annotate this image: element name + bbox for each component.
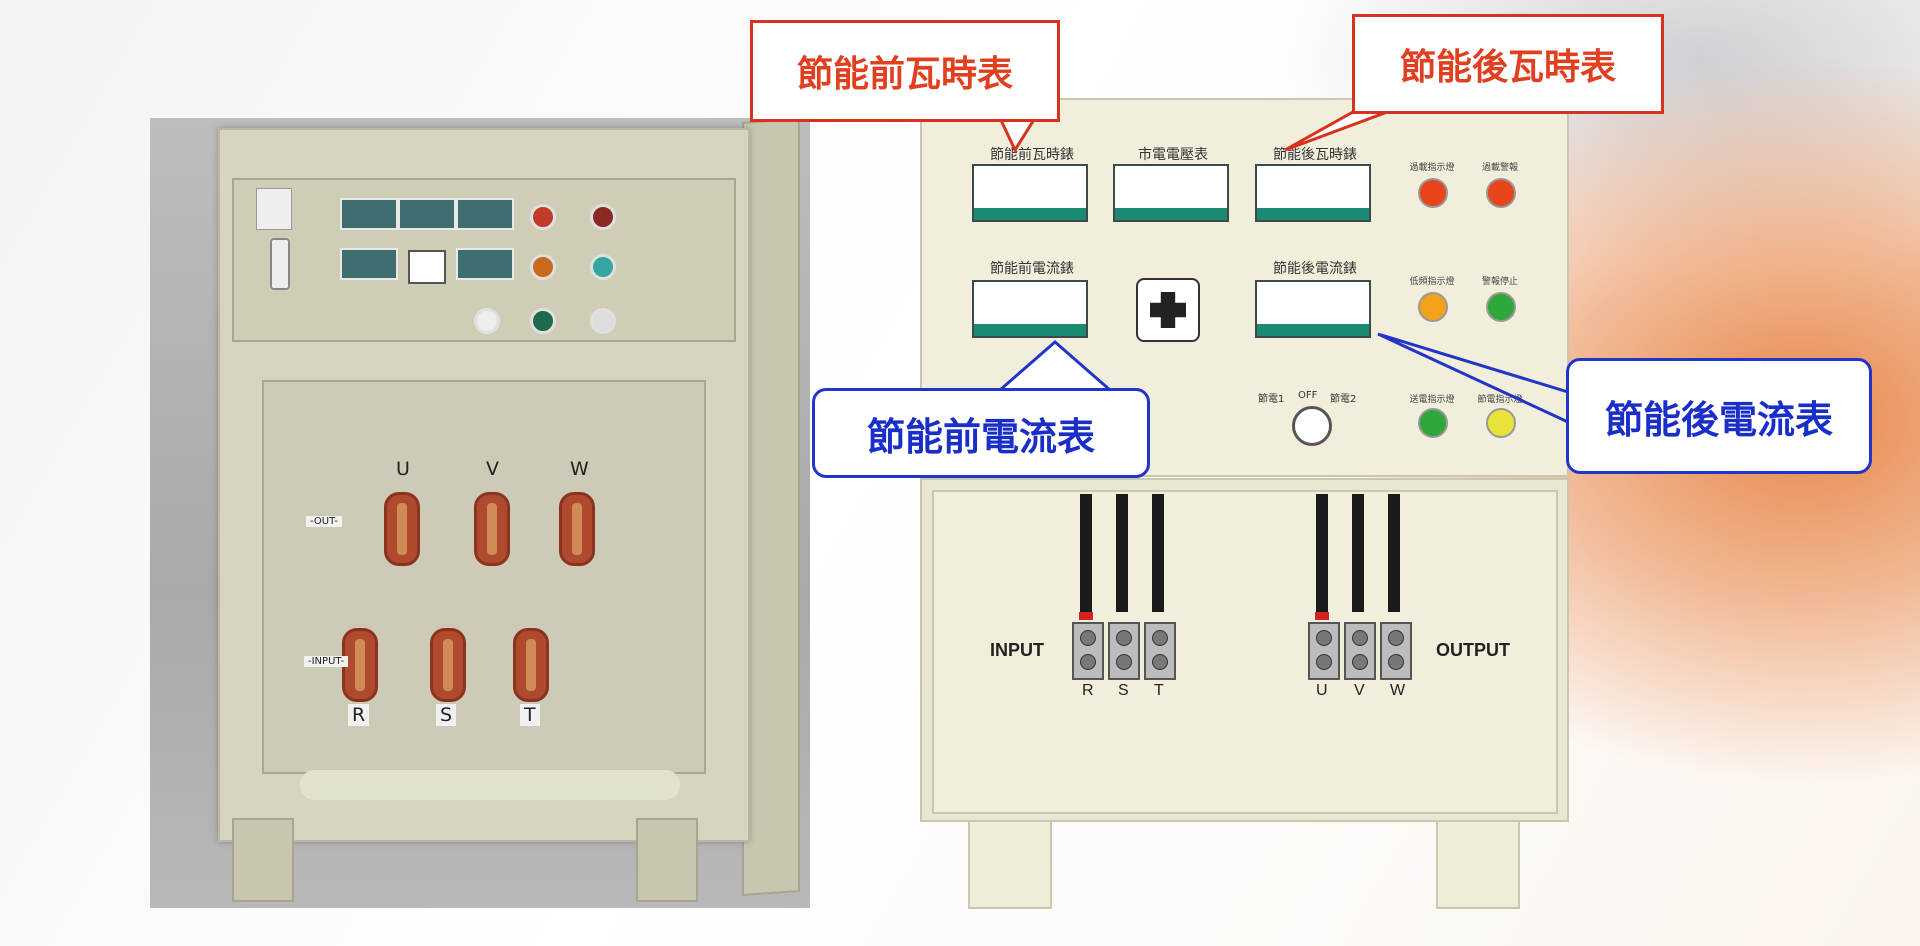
low-frequency-indicator-lamp xyxy=(1418,292,1448,322)
output-phase-v: V xyxy=(1354,682,1365,699)
output-phase-w: W xyxy=(1390,682,1406,699)
label-switch-off: OFF xyxy=(1298,390,1318,401)
photo-label-w: W xyxy=(570,458,589,480)
label-power-lamp: 送電指示燈 xyxy=(1409,395,1455,405)
output-label: OUTPUT xyxy=(1436,640,1510,660)
photo-meter xyxy=(340,248,398,280)
label-before-current-meter: 節能前電流錶 xyxy=(990,261,1074,277)
photo-busbar-w xyxy=(559,492,595,566)
photo-label-s: S xyxy=(436,704,457,726)
photo-label-r: R xyxy=(348,704,370,726)
photo-meter xyxy=(456,198,514,230)
callout-after-current: 節能後電流表 xyxy=(1566,358,1872,474)
photo-meter xyxy=(398,198,456,230)
input-phase-t: T xyxy=(1154,682,1164,699)
callout-before-current: 節能前電流表 xyxy=(812,388,1150,478)
photo-busbar-v xyxy=(474,492,510,566)
output-cable-v xyxy=(1352,494,1364,612)
overload-indicator-lamp xyxy=(1418,178,1448,208)
after-kwh-meter xyxy=(1255,164,1371,222)
label-overload-lamp: 過載指示燈 xyxy=(1409,163,1455,173)
grid-voltage-meter xyxy=(1113,164,1229,222)
label-saving-lamp: 節電指示燈 xyxy=(1477,395,1523,405)
input-terminal-s xyxy=(1108,622,1140,680)
diagram-leg xyxy=(968,820,1052,909)
label-after-kwh-meter: 節能後瓦時錶 xyxy=(1273,147,1357,163)
output-phase-u: U xyxy=(1316,682,1328,699)
photo-indicator-light xyxy=(530,204,556,230)
photo-label-u: U xyxy=(396,458,410,480)
photo-label-t: T xyxy=(520,704,540,726)
label-switch-mode-2: 節電2 xyxy=(1330,394,1357,405)
output-terminal-w xyxy=(1380,622,1412,680)
input-cable-t xyxy=(1152,494,1164,612)
input-terminal-marker xyxy=(1079,612,1093,620)
label-after-current-meter: 節能後電流錶 xyxy=(1273,261,1357,277)
output-cable-u xyxy=(1316,494,1328,612)
input-phase-s: S xyxy=(1118,682,1129,699)
photo-meter xyxy=(340,198,398,230)
output-cable-w xyxy=(1388,494,1400,612)
photo-input-tag: -INPUT- xyxy=(304,656,349,667)
selector-switch-knob xyxy=(1136,278,1200,342)
label-low-freq-lamp: 低頻指示燈 xyxy=(1409,277,1455,287)
photo-selector-switch xyxy=(408,250,446,284)
photo-indicator-light xyxy=(474,308,500,334)
photo-indicator-light xyxy=(590,254,616,280)
overload-alarm-buzzer-icon xyxy=(1486,178,1516,208)
label-alarm-stop: 警報停止 xyxy=(1481,277,1518,287)
label-before-kwh-meter: 節能前瓦時錶 xyxy=(990,147,1074,163)
photo-indicator-light xyxy=(530,308,556,334)
before-kwh-meter xyxy=(972,164,1088,222)
input-terminal-t xyxy=(1144,622,1176,680)
output-terminal-marker xyxy=(1315,612,1329,620)
photo-handle xyxy=(270,238,290,290)
input-label: INPUT xyxy=(990,640,1044,660)
power-indicator-lamp xyxy=(1418,408,1448,438)
label-overload-alarm: 過載警報 xyxy=(1481,163,1518,173)
cabinet-cable-slot xyxy=(300,770,680,800)
photo-indicator-light xyxy=(530,254,556,280)
input-terminal-r xyxy=(1072,622,1104,680)
diagram-leg xyxy=(1436,820,1520,909)
cabinet-leg xyxy=(232,818,294,902)
input-cable-s xyxy=(1116,494,1128,612)
input-cable-r xyxy=(1080,494,1092,612)
label-switch-mode-1: 節電1 xyxy=(1258,394,1285,405)
output-terminal-u xyxy=(1308,622,1340,680)
photo-output-tag: -OUT- xyxy=(306,516,342,527)
photo-label-v: V xyxy=(486,458,499,480)
callout-before-kwh: 節能前瓦時表 xyxy=(750,20,1060,122)
saving-indicator-lamp xyxy=(1486,408,1516,438)
photo-nameplate xyxy=(256,188,292,230)
callout-after-kwh: 節能後瓦時表 xyxy=(1352,14,1664,114)
photo-indicator-light xyxy=(590,308,616,334)
output-terminal-v xyxy=(1344,622,1376,680)
photo-indicator-light xyxy=(590,204,616,230)
diagram-terminal-panel xyxy=(932,490,1558,814)
photo-meter xyxy=(456,248,514,280)
alarm-stop-button-lamp xyxy=(1486,292,1516,322)
cabinet-leg xyxy=(636,818,698,902)
label-grid-voltage-meter: 市電電壓表 xyxy=(1138,147,1208,163)
photo-busbar-u xyxy=(384,492,420,566)
mode-rotary-switch xyxy=(1292,406,1332,446)
photo-busbar-t xyxy=(513,628,549,702)
after-current-meter xyxy=(1255,280,1371,338)
photo-busbar-s xyxy=(430,628,466,702)
before-current-meter xyxy=(972,280,1088,338)
cabinet-busbar-panel xyxy=(262,380,706,774)
input-phase-r: R xyxy=(1082,682,1094,699)
